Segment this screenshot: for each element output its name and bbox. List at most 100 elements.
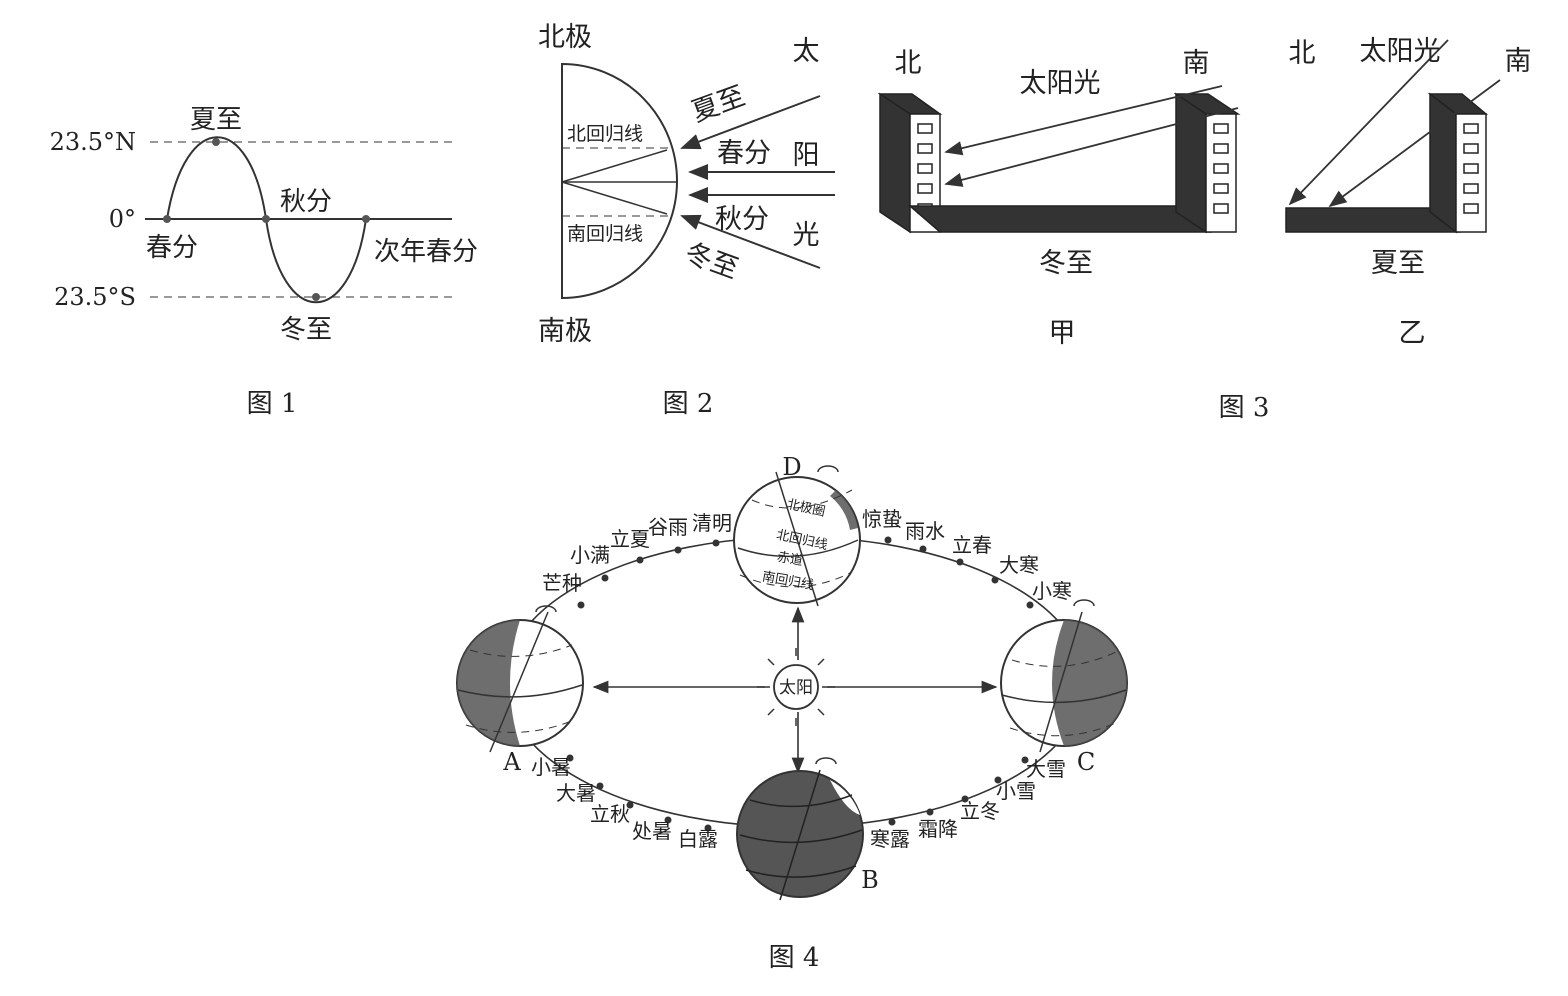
fig1-dot-winter xyxy=(312,293,320,301)
fig1-winter-label: 冬至 xyxy=(280,315,332,345)
fig4-term: 大暑 xyxy=(556,781,596,805)
fig4-term: 谷雨 xyxy=(648,515,688,539)
fig2-autumn-label: 秋分 xyxy=(715,204,769,235)
figure-3a: 北 南 太阳光 冬至 甲 xyxy=(877,48,1241,349)
fig3a-window xyxy=(917,143,933,154)
fig4-term: 立秋 xyxy=(590,802,630,826)
fig3a-label: 甲 xyxy=(1049,318,1076,349)
fig2-tropic-s-label: 南回归线 xyxy=(567,223,643,245)
fig1-dot-summer xyxy=(212,138,220,146)
fig3-caption: 图 3 xyxy=(1219,393,1270,423)
rotation-arrow-icon xyxy=(1073,599,1095,607)
fig4-term: 小满 xyxy=(570,543,610,567)
fig2-arrow-summer xyxy=(680,95,821,150)
fig1-lat-0: 0° xyxy=(109,205,136,233)
fig3a-south: 南 xyxy=(1183,48,1210,79)
fig4-point-a: A xyxy=(502,748,521,776)
fig4-point-c: C xyxy=(1077,748,1095,776)
fig1-summer-label: 夏至 xyxy=(190,105,242,135)
fig2-spring-label: 春分 xyxy=(717,138,771,169)
fig2-caption: 图 2 xyxy=(663,389,714,419)
fig1-dot-spring xyxy=(163,215,171,223)
fig2-winter-label: 冬至 xyxy=(681,238,742,286)
fig4-term-dots xyxy=(566,536,1034,832)
fig2-sun-char-1: 太 xyxy=(793,36,820,67)
fig4-term: 小暑 xyxy=(531,755,571,779)
fig2-ray-summer xyxy=(561,149,668,183)
fig1-dot-autumn xyxy=(262,215,270,223)
fig3a-window xyxy=(1213,143,1229,154)
fig3b-season: 夏至 xyxy=(1371,248,1425,279)
fig3a-sun-ray-2 xyxy=(944,107,1239,187)
fig2-arrow-winter xyxy=(680,214,821,269)
figure-1: 23.5°N 0° 23.5°S 夏至 春分 秋分 次年春分 冬至 图 1 xyxy=(50,105,478,419)
fig3b-window xyxy=(1463,163,1479,174)
fig3a-window xyxy=(917,163,933,174)
fig1-dot-next-spring xyxy=(362,215,370,223)
fig2-hemisphere xyxy=(561,62,678,300)
fig3b-window xyxy=(1463,203,1479,214)
fig4-term: 清明 xyxy=(692,511,732,535)
fig4-term: 霜降 xyxy=(918,817,958,841)
figure-3b: 北 太阳光 南 夏至 乙 图 3 xyxy=(1219,36,1532,423)
fig3a-window xyxy=(1213,163,1229,174)
fig3a-sunlight: 太阳光 xyxy=(1020,68,1101,99)
fig4-globe-d: 北极圈 北回归线 赤道 南回归线 D xyxy=(733,453,861,607)
fig4-caption: 图 4 xyxy=(769,943,820,973)
fig3b-sun-ray-1 xyxy=(1288,39,1449,206)
fig4-term: 立冬 xyxy=(960,799,1000,823)
fig3a-season: 冬至 xyxy=(1039,248,1093,279)
fig3a-north: 北 xyxy=(895,48,922,79)
sun-icon xyxy=(773,664,819,710)
figure-2: 北极 南极 北回归线 南回归线 夏至 春分 秋分 冬至 太 阳 光 图 2 xyxy=(538,22,835,419)
fig4-globe-a: A xyxy=(456,605,584,776)
fig2-north-pole: 北极 xyxy=(538,22,592,53)
fig4-point-b: B xyxy=(861,866,879,894)
fig3b-south: 南 xyxy=(1505,46,1532,77)
fig3a-ground xyxy=(907,205,1213,233)
fig4-d-equator: 赤道 xyxy=(776,550,804,569)
fig3a-window xyxy=(917,183,933,194)
fig4-globe-c: C xyxy=(1000,599,1128,776)
fig3a-south-building-side xyxy=(1175,92,1207,234)
fig4-term: 寒露 xyxy=(870,827,910,851)
fig4-term: 芒种 xyxy=(542,571,582,595)
fig3b-sunlight: 太阳光 xyxy=(1360,36,1441,67)
fig1-autumn-label: 秋分 xyxy=(280,187,332,217)
fig3b-north: 北 xyxy=(1289,38,1316,69)
fig4-term: 小寒 xyxy=(1032,579,1072,603)
fig4-sun-label: 太阳 xyxy=(779,678,813,698)
rotation-arrow-icon xyxy=(815,757,837,765)
fig4-term: 小雪 xyxy=(996,779,1036,803)
fig4-term-labels: 芒种 小满 立夏 谷雨 清明 惊蛰 雨水 立春 大寒 小寒 小暑 大暑 立秋 处… xyxy=(531,507,1072,851)
fig2-tropic-n-label: 北回归线 xyxy=(567,123,643,145)
fig1-lat-s: 23.5°S xyxy=(54,283,136,311)
fig3a-window xyxy=(1213,183,1229,194)
fig4-term: 立夏 xyxy=(610,527,650,551)
fig4-term: 雨水 xyxy=(905,519,945,543)
fig3b-window xyxy=(1463,143,1479,154)
fig4-term: 大雪 xyxy=(1026,757,1066,781)
fig1-caption: 图 1 xyxy=(247,389,298,419)
fig3b-sun-ray-2 xyxy=(1328,79,1501,208)
fig1-spring-label: 春分 xyxy=(146,233,198,263)
fig4-term: 大寒 xyxy=(999,553,1039,577)
fig2-summer-label: 夏至 xyxy=(688,81,749,129)
fig1-next-spring-label: 次年春分 xyxy=(374,237,478,267)
figure-4: 太阳 北极圈 北回归线 赤道 南回归线 D A xyxy=(456,453,1128,973)
fig3a-window xyxy=(1213,203,1229,214)
fig3b-window xyxy=(1463,123,1479,134)
fig3a-sun-ray-1 xyxy=(944,85,1223,156)
fig3b-window xyxy=(1463,183,1479,194)
fig4-sun: 太阳 xyxy=(757,648,835,726)
fig3a-window xyxy=(917,123,933,134)
fig2-sun-char-2: 阳 xyxy=(793,140,820,171)
fig4-term: 惊蛰 xyxy=(862,507,902,531)
fig3a-north-building-side xyxy=(879,92,911,234)
fig4-term: 白露 xyxy=(678,827,718,851)
fig4-term: 立春 xyxy=(952,533,992,557)
fig2-ray-winter xyxy=(561,181,668,215)
fig1-lat-n: 23.5°N xyxy=(50,128,136,156)
fig4-globe-b: B xyxy=(736,757,879,901)
